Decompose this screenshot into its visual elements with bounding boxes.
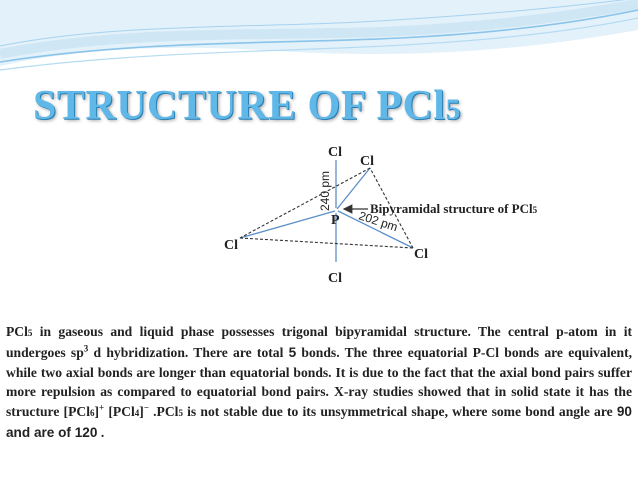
slide-title: STRUCTURE OF PCl5 — [33, 82, 461, 130]
wave-line-1 — [0, 9, 638, 63]
atom-cl-left: Cl — [224, 238, 238, 253]
bond-equatorial-upper-right — [336, 167, 371, 210]
equatorial-triangle — [239, 167, 414, 249]
formula-subscript: 5 — [27, 328, 33, 338]
diagram-caption: Bipyramidal structure of PCl5 — [370, 201, 538, 216]
triangle-edge-bottom — [239, 237, 414, 249]
triangle-edge-right — [369, 167, 414, 249]
atom-cl-bottom: Cl — [328, 271, 342, 286]
bond-equatorial-left — [239, 210, 336, 239]
text-segment-1: in gaseous and liquid phase possesses tr… — [6, 324, 632, 361]
axial-bond-length-label: 240 pm — [318, 171, 332, 211]
paragraph-text: PCl5 in gaseous and liquid phase possess… — [6, 322, 632, 442]
bond-count: 5 — [288, 345, 297, 361]
anion-subscript: 4 — [134, 407, 140, 418]
title-text: STRUCTURE OF PCl — [33, 83, 446, 129]
cation-charge: + — [99, 402, 105, 413]
atom-p-central: P — [331, 213, 340, 228]
text-segment-2: d hybridization. There are total — [88, 345, 289, 361]
wave-line-3 — [0, 0, 627, 47]
text-segment-4: .PCl — [148, 403, 179, 419]
atom-cl-top: Cl — [328, 145, 342, 160]
bond-angle-120: 120 — [74, 425, 98, 441]
bonds — [239, 160, 414, 262]
title-subscript: 5 — [445, 93, 461, 126]
triangle-edge-upper — [239, 167, 371, 239]
text-segment-6: and are of — [6, 425, 75, 441]
cation-formula: [PCl — [63, 403, 90, 419]
bond-equatorial-right — [337, 210, 414, 249]
anion-bracket: ] — [139, 403, 144, 419]
text-segment-4-subscript: 5 — [178, 407, 183, 418]
wave-line-2 — [0, 17, 638, 71]
text-segment-5: is not stable due to its unsymmetrical s… — [182, 403, 617, 419]
atom-cl-upper-right: Cl — [360, 154, 374, 169]
caption-subscript: 5 — [533, 205, 538, 215]
wave-band-light — [0, 0, 638, 59]
header-wave-decoration — [0, 0, 638, 71]
sp3-superscript: 3 — [83, 343, 89, 354]
caption-text: Bipyramidal structure of PCl — [370, 201, 533, 216]
bond-angle-90: 90 — [616, 403, 632, 419]
cation-bracket: ] — [94, 403, 100, 419]
anion-formula: [PCl — [108, 403, 135, 419]
anion-charge: − — [143, 402, 149, 413]
cation-subscript: 6 — [89, 407, 95, 418]
description-paragraph: PCl5 in gaseous and liquid phase possess… — [6, 322, 632, 442]
atom-cl-right: Cl — [414, 247, 428, 262]
text-segment-3: bonds. The three equatorial P-Cl bonds a… — [6, 345, 633, 419]
text-segment-7: . — [97, 425, 105, 441]
formula-pcl5: PCl — [6, 324, 28, 339]
